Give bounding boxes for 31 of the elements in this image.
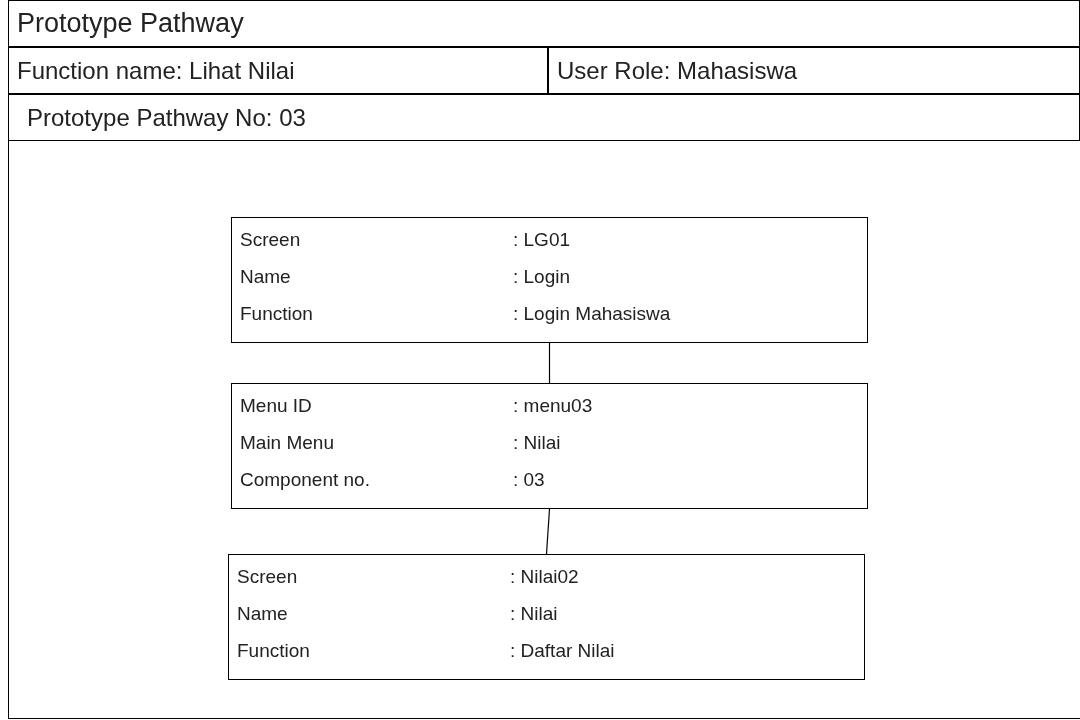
field-label: Name [240, 265, 292, 289]
header-cell [548, 47, 1080, 94]
field-label: Component no. [240, 468, 371, 492]
field-label: Screen [240, 228, 302, 252]
field-label: Main Menu [240, 431, 335, 455]
screen-box [231, 383, 868, 509]
field-label: Menu ID [240, 394, 313, 418]
field-label: Function [240, 302, 314, 326]
field-value: : Login Mahasiswa [513, 302, 672, 326]
title-cell [8, 0, 1080, 47]
field-label: Screen [237, 565, 299, 589]
header-text: User Role: Mahasiswa [557, 55, 798, 86]
screen-box [228, 554, 865, 680]
field-value: : Nilai [513, 431, 562, 455]
field-value: : Nilai [510, 602, 559, 626]
field-value: : Daftar Nilai [510, 639, 616, 663]
header-cell [8, 94, 1080, 141]
header-text: Function name: Lihat Nilai [17, 55, 295, 86]
field-label: Name [237, 602, 289, 626]
header-text: Prototype Pathway No: 03 [27, 102, 306, 133]
field-value: : 03 [513, 468, 546, 492]
header-cell [8, 47, 548, 94]
field-value: : Nilai02 [510, 565, 580, 589]
field-value: : menu03 [513, 394, 594, 418]
field-value: : Login [513, 265, 572, 289]
screen-box [231, 217, 868, 343]
connector-line [545, 508, 551, 555]
title-text: Prototype Pathway [17, 7, 244, 41]
field-label: Function [237, 639, 311, 663]
connector-line [548, 342, 551, 384]
field-value: : LG01 [513, 228, 572, 252]
